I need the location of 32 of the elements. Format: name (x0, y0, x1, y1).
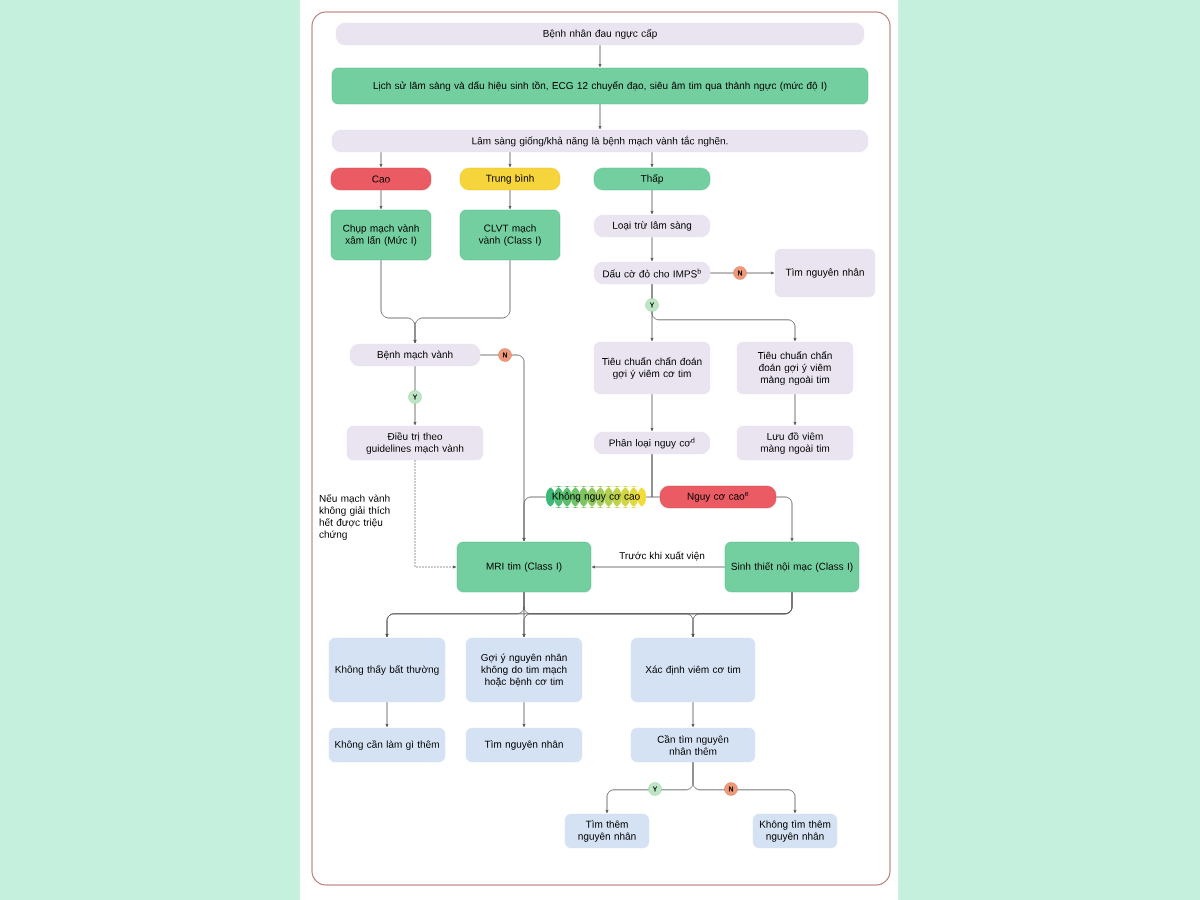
process-box: Tìm thêm nguyên nhân (564, 813, 650, 849)
process-box: Lịch sử lâm sàng và dấu hiệu sinh tồn, ECG 12 chuyển đạo, siêu âm tim qua thành ngực (mức độ I) (331, 67, 869, 105)
edge-label: Nếu mạch vành không giải thích hết được triệu chứng (318, 493, 408, 541)
process-box: Bệnh nhân đau ngực cấp (335, 22, 865, 46)
process-box: Tiêu chuẩn chẩn đoán gợi ý viêm màng ngoài tim (736, 341, 854, 395)
process-box: Gợi ý nguyên nhân không do tim mạch hoặc bệnh cơ tim (465, 637, 583, 703)
process-box: Loại trừ lâm sàng (593, 214, 711, 238)
process-box: Dấu cờ đỏ cho IMPS$^{b}$ (593, 261, 711, 285)
edge-label: Trước khi xuất viện (618, 550, 706, 562)
process-box: Xác định viêm cơ tim (630, 637, 756, 703)
process-box: Không tìm thêm nguyên nhân (752, 813, 838, 849)
node-label: Không nguy cơ cao (552, 492, 640, 502)
process-box: Tìm nguyên nhân (774, 248, 876, 298)
process-box: Phân loại nguy cơ$^{d}$ (593, 431, 711, 455)
process-box: Lưu đồ viêm màng ngoài tim (736, 425, 854, 461)
risk-pill: Cao (330, 167, 432, 191)
process-box: Không thấy bất thường (328, 637, 446, 703)
process-box: Lâm sàng giống/khả năng là bệnh mạch vành tắc nghẽn. (331, 129, 869, 153)
process-box: Tiêu chuẩn chẩn đoán gợi ý viêm cơ tim (593, 341, 711, 395)
process-box: Tìm nguyên nhân (465, 727, 583, 763)
process-box: MRI tim (Class I) (456, 541, 592, 593)
process-box: Sinh thiết nội mạc (Class I) (724, 541, 860, 593)
process-box: Điều trị theo guidelines mạch vành (346, 425, 484, 461)
process-box: Chụp mạch vành xâm lấn (Mức I) (330, 209, 432, 261)
risk-pill: Thấp (593, 167, 711, 191)
process-box: Bệnh mạch vành (349, 343, 481, 367)
risk-pill: Không nguy cơ cao (546, 486, 646, 508)
process-box: Cần tìm nguyên nhân thêm (630, 727, 756, 763)
risk-pill: Nguy cơ cao$^{e}$ (659, 485, 777, 509)
process-box: CLVT mạch vành (Class I) (459, 209, 561, 261)
risk-pill: Trung bình (459, 167, 561, 191)
process-box: Không cần làm gì thêm (328, 727, 446, 763)
